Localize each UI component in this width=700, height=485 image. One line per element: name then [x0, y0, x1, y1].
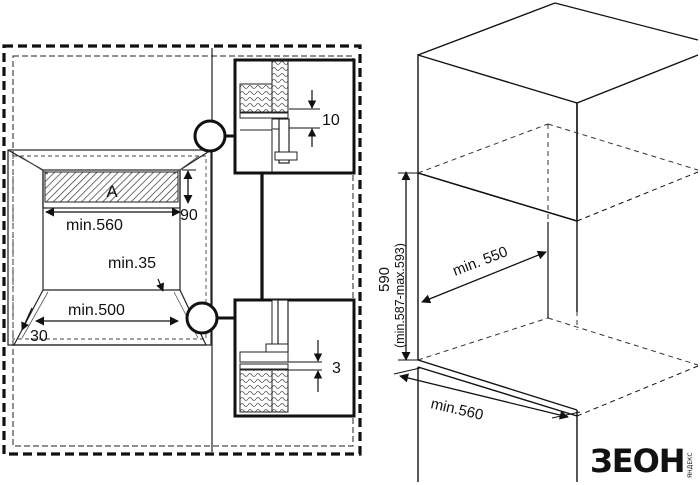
dim-min500-label: min.500: [68, 302, 125, 319]
logo-main-text: ЗЕОН: [590, 442, 685, 480]
dim-30-label: 30: [30, 328, 48, 345]
dim-590-label: 590: [376, 267, 393, 292]
dim-min550-arrow: [421, 250, 547, 304]
cabinet-panel-left: A 90 min.560 min.35 min.500 30: [2, 44, 362, 456]
dim-min35-label: min.35: [108, 255, 156, 272]
outer-dashed-frame: [2, 44, 362, 456]
gap-3-label: 3: [332, 360, 341, 377]
detail-box-top: 10: [233, 58, 356, 175]
detail-box-bottom: 3: [233, 298, 356, 418]
dim-min560-bottom-arrow: [399, 373, 569, 420]
dim-90-label: 90: [180, 207, 198, 224]
dim-30-arrow: [21, 307, 33, 331]
detail-circle-top: [193, 119, 227, 153]
upper-cabinet: [417, 2, 699, 222]
vent-area-a: [44, 171, 179, 203]
detail-circle-bottom: [185, 301, 219, 335]
dim-min560-label: min.560: [66, 217, 123, 234]
dim-min35-arrow: [156, 278, 164, 292]
niche-frame: [417, 172, 699, 482]
dim-min560-bottom-label: min.560: [429, 395, 485, 424]
vent-area-label: A: [106, 182, 118, 201]
inner-dashed-frame: [12, 55, 354, 447]
gap-10-label: 10: [322, 112, 340, 129]
zeon-logo: ЗЕОН ЯНДЕКС: [590, 442, 694, 480]
dim-min550-label: min. 550: [450, 243, 510, 279]
logo-small-text: ЯНДЕКС: [687, 452, 694, 478]
dim-590-range-label: (min.587-max.593): [393, 243, 407, 348]
cabinet-3d-view: 590 (min.587-max.593) min. 550 min.560: [376, 2, 699, 482]
